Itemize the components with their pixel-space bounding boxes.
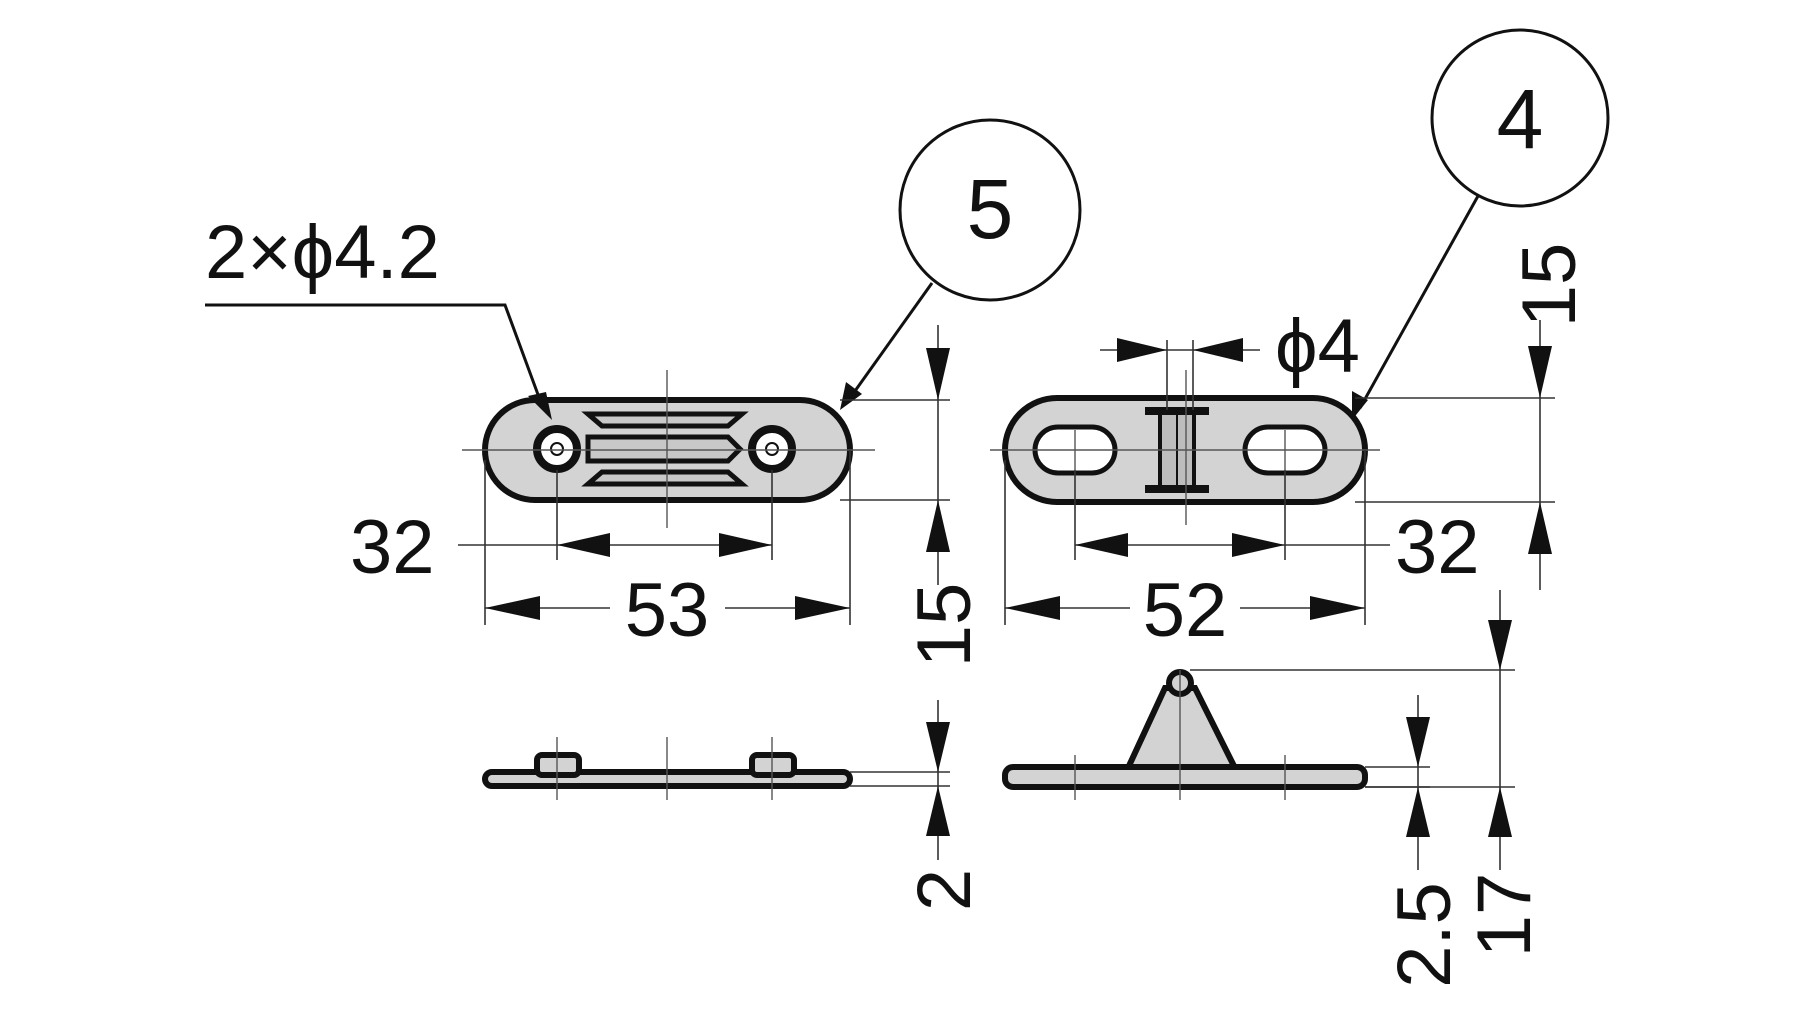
part4-height-dim bbox=[1190, 590, 1515, 870]
part5-length-label: 53 bbox=[625, 568, 710, 653]
part5-width-dim bbox=[840, 325, 950, 585]
part4-width-label: 15 bbox=[1507, 243, 1592, 328]
part5-thickness-dim bbox=[850, 700, 950, 860]
part4-length-label: 52 bbox=[1143, 568, 1228, 653]
callout-5 bbox=[840, 118, 1082, 410]
part4-pin-diameter-dim bbox=[1100, 338, 1260, 410]
part-5-side-view bbox=[482, 737, 853, 800]
part4-slot-pitch-label: 32 bbox=[1395, 505, 1480, 590]
callout-4 bbox=[1352, 28, 1610, 420]
part5-hole-pitch-dim bbox=[458, 470, 773, 560]
part5-hole-spec-label: 2×ϕ4.2 bbox=[205, 210, 440, 295]
part-4-side-view bbox=[1002, 669, 1368, 800]
part4-height-label: 17 bbox=[1462, 873, 1547, 958]
callout-4-number: 4 bbox=[1497, 72, 1544, 166]
part4-pin-diameter-label: ϕ4 bbox=[1275, 304, 1360, 389]
part5-thickness-label: 2 bbox=[902, 869, 987, 911]
part5-width-label: 15 bbox=[902, 583, 987, 668]
part5-length-dim bbox=[484, 450, 851, 625]
callout-5-number: 5 bbox=[967, 162, 1014, 256]
hole-spec-leader bbox=[205, 303, 552, 420]
part5-hole-pitch-label: 32 bbox=[350, 505, 435, 590]
part4-length-dim bbox=[1004, 450, 1366, 625]
part4-slot-pitch-dim bbox=[1074, 470, 1390, 560]
part4-base-thickness-label: 2.5 bbox=[1382, 882, 1467, 988]
part4-base-thickness-dim bbox=[1365, 695, 1430, 870]
part-4-top-view bbox=[990, 370, 1380, 525]
part4-width-dim bbox=[1355, 320, 1555, 590]
part-5-top-view bbox=[462, 370, 875, 528]
